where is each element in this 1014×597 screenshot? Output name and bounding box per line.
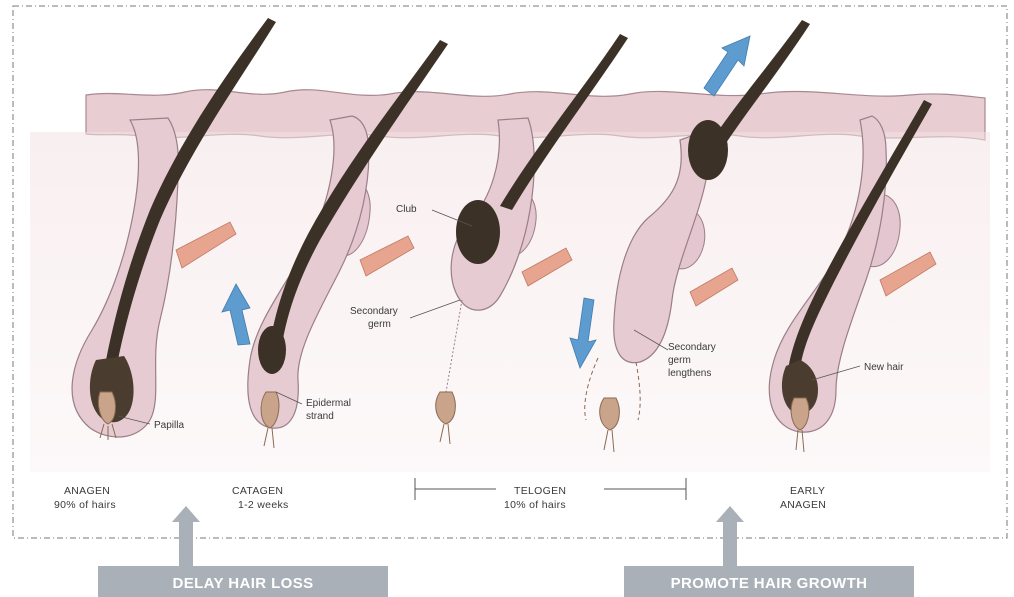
catagen-club — [258, 326, 286, 374]
label-epidermal-strand-line1: Epidermal — [306, 398, 351, 409]
stage-anagen-detail: 90% of hairs — [54, 499, 116, 511]
promote-up-arrow-icon — [716, 506, 744, 568]
stage-telogen-name: TELOGEN — [514, 485, 566, 497]
label-sgl-line3: lengthens — [668, 368, 711, 379]
delay-up-arrow-icon — [172, 506, 200, 568]
stage-telogen: TELOGEN 10% of hairs — [504, 485, 570, 511]
label-secondary-germ-line2: germ — [368, 319, 391, 330]
telogen-club — [456, 200, 500, 264]
shedding-up-arrow-icon — [704, 36, 750, 96]
stage-catagen-name: CATAGEN — [232, 485, 283, 497]
stage-anagen: ANAGEN 90% of hairs — [54, 485, 116, 511]
label-new-hair: New hair — [864, 362, 904, 373]
label-club: Club — [396, 204, 417, 215]
stage-early-anagen: EARLY ANAGEN — [780, 485, 828, 511]
label-sgl-line1: Secondary — [668, 342, 716, 353]
stage-early-anagen-line2: ANAGEN — [780, 499, 826, 511]
stage-early-anagen-line1: EARLY — [790, 485, 825, 497]
label-papilla: Papilla — [154, 420, 184, 431]
stage-catagen-detail: 1-2 weeks — [238, 499, 289, 511]
promote-hair-growth-text: PROMOTE HAIR GROWTH — [671, 575, 868, 592]
stage-anagen-name: ANAGEN — [64, 485, 110, 497]
stage-catagen: CATAGEN 1-2 weeks — [232, 485, 289, 511]
label-sgl-line2: germ — [668, 355, 691, 366]
stage-telogen-detail: 10% of hairs — [504, 499, 566, 511]
delay-hair-loss-text: DELAY HAIR LOSS — [172, 575, 313, 592]
label-secondary-germ-line1: Secondary — [350, 306, 398, 317]
late-club — [688, 120, 728, 180]
label-epidermal-strand-line2: strand — [306, 411, 334, 422]
